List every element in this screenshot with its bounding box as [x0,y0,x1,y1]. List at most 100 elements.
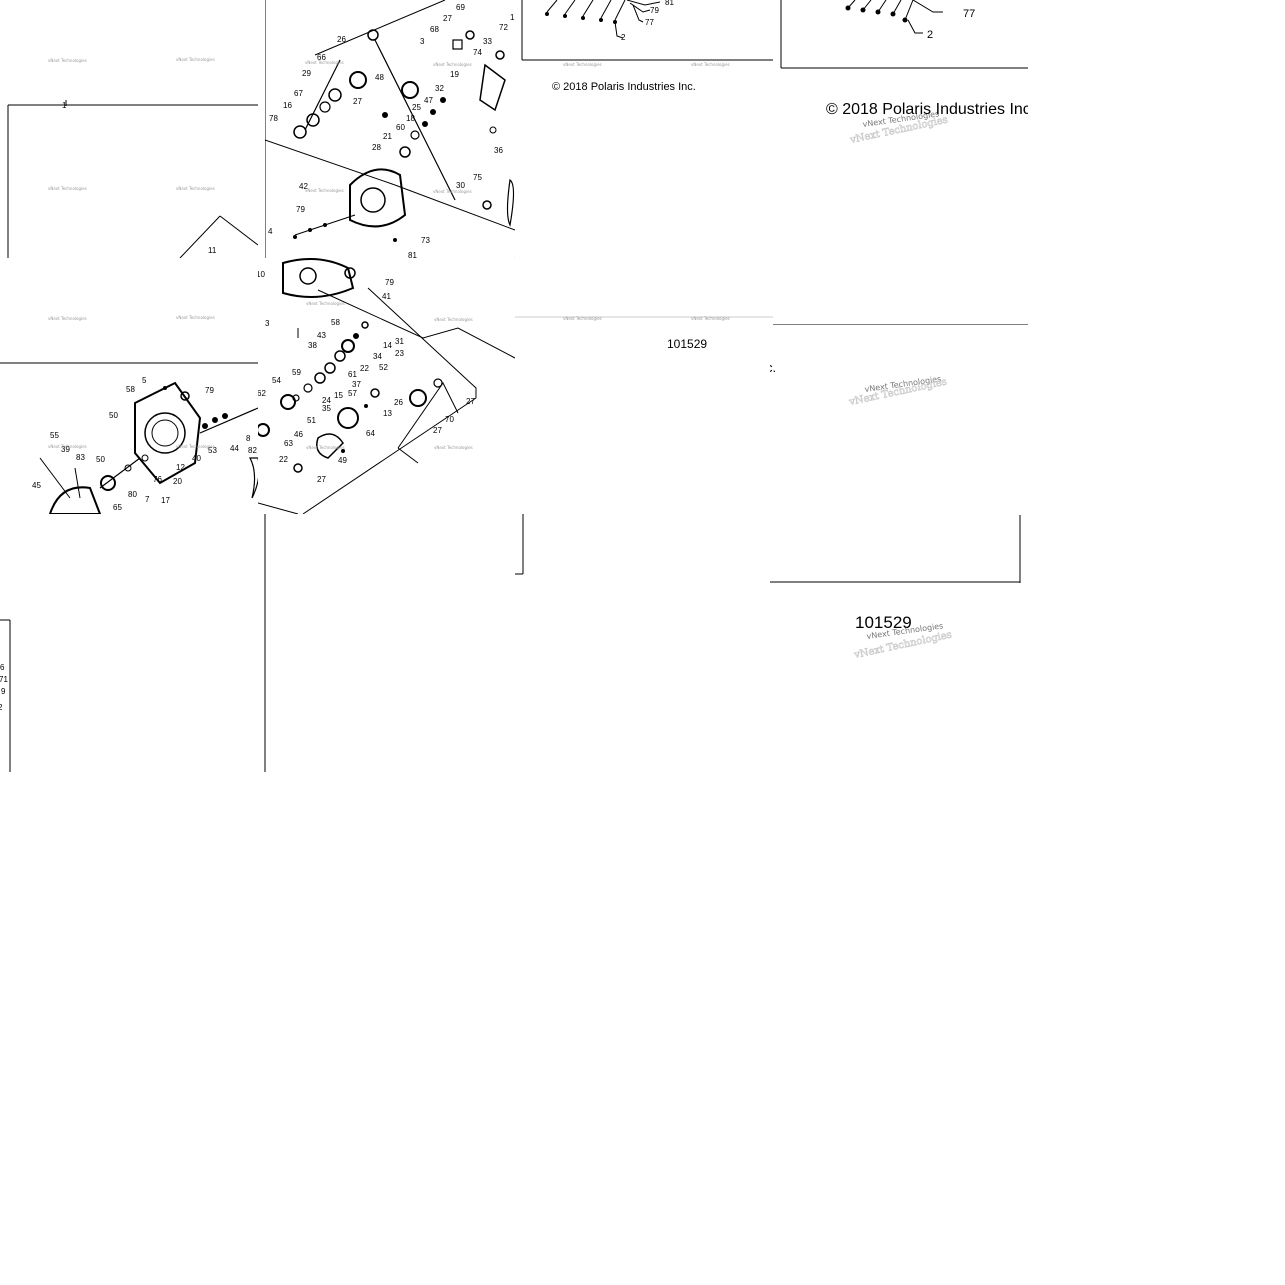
callout-label: 52 [379,363,388,372]
callout-label: 70 [445,415,454,424]
callout-label: 11 [208,246,217,255]
callout-label: 17 [161,496,170,505]
callout-label: 82 [248,446,257,455]
callout-label: 1 [62,101,67,110]
watermark: vNext Technologies [433,189,472,194]
callout-label: 8 [246,434,251,443]
callout-label: 69 [456,3,465,12]
watermark: vNext Technologies [691,316,730,321]
callout-label: 26 [394,398,403,407]
callout-label: 6 [0,663,5,672]
callout-label: 16 [283,101,292,110]
callout-label: 63 [284,439,293,448]
callout-label: 58 [331,318,340,327]
callout-label: 61 [348,370,357,379]
watermark: vNext Technologies [434,445,473,450]
callout-label: 5 [142,376,147,385]
diagram-tile-top-center: 81 79 77 2 vNext Technologies vNext Tech… [515,0,773,258]
callout-label: 45 [32,481,41,490]
diagram-tile-gearbox-upper: 69 27 1 68 3 26 66 72 33 74 29 48 19 67 … [265,0,515,258]
callout-label: 27 [433,426,442,435]
callout-label: 28 [372,143,381,152]
diagram-tile-lower-right: vNext Technologies vNext Technologies 10… [770,590,1028,680]
watermark: vNext Technologies [176,57,215,62]
callout-label: 50 [109,411,118,420]
callout-label: 68 [430,25,439,34]
copyright-text-large: © 2018 Polaris Industries Inc [826,101,1028,118]
callout-label: 3 [420,37,425,46]
callout-label: 18 [406,114,415,123]
gearbox-lower-drawing: 10 79 41 3 58 43 38 31 14 23 34 22 52 61… [258,258,515,514]
callout-label: 47 [424,96,433,105]
reference-number-large: 101529 [855,613,912,632]
diagram-tile-center: vNext Technologies vNext Technologies 10… [515,258,773,516]
watermark: vNext Technologies [176,315,215,320]
callout-label: 65 [113,503,122,512]
watermark: vNext Technologies [176,186,215,191]
callout-label: 53 [208,446,217,455]
diagram-tile-top-left-drawing: 1 11 vNext Technologies vNext Technologi… [7,57,258,258]
callout-label: 43 [317,331,326,340]
callout-label: 32 [435,84,444,93]
callout-label: 24 [322,396,331,405]
watermark: vNext Technologies [306,445,345,450]
diagram-tile-middle-left-drawing: 5 58 79 50 55 39 83 50 40 53 44 8 82 12 … [0,315,258,514]
callout-label: 31 [395,337,404,346]
callout-label: 50 [96,455,105,464]
callout-label: 22 [360,364,369,373]
callout-label: 79 [205,386,214,395]
callout-label: 7 [145,495,150,504]
callout-label: 81 [408,251,417,258]
callout-label: 76 [153,475,162,484]
callout-label: 39 [61,445,70,454]
callout-label: 59 [292,368,301,377]
callout-label: 3 [265,319,270,328]
diagram-tile-lower-right-drawing: vNext Technologies vNext Technologies [852,621,953,661]
reference-number: 101529 [667,337,708,351]
callout-label: 15 [334,391,343,400]
watermark: vNext Technologies [434,317,473,322]
diagram-tile-bottom-left-drawing: 6 71 9 2 [0,514,266,772]
callout-label: 2 [621,33,626,42]
diagram-tile-top-right-drawing: 77 2 vNext Technologies vNext Technologi… [773,0,1028,325]
callout-label: 46 [294,430,303,439]
callout-label: 29 [302,69,311,78]
callout-label: 74 [473,48,482,57]
callout-label: 30 [456,181,465,190]
gearbox-upper-drawing: 69 27 1 68 3 26 66 72 33 74 29 48 19 67 … [265,0,515,258]
callout-label: 26 [337,35,346,44]
callout-label: 71 [0,675,8,684]
callout-label: 10 [258,270,265,279]
callout-label: 78 [269,114,278,123]
watermark: vNext Technologies [48,444,87,449]
callout-label: 27 [466,397,475,406]
callout-label: 66 [317,53,326,62]
callout-label: 80 [128,490,137,499]
diagram-tile-top-left: 1 11 vNext Technologies vNext Technologi… [0,0,258,258]
callout-label: 20 [173,477,182,486]
callout-label: 27 [317,475,326,484]
diagram-tile-middle-left: 5 58 79 50 55 39 83 50 40 53 44 8 82 12 … [0,258,258,514]
watermark: vNext Technologies [305,188,344,193]
callout-label: 60 [396,123,405,132]
watermark: vNext Technologies [691,62,730,67]
callout-label: 40 [192,454,201,463]
watermark: vNext Technologies [48,58,87,63]
watermark: vNext Technologies [563,316,602,321]
callout-label: 79 [650,6,659,15]
callout-label: 27 [353,97,362,106]
diagram-tile-bottom-center [515,514,525,576]
watermark: vNext Technologies [48,316,87,321]
callout-label: 37 [352,380,361,389]
callout-label: 58 [126,385,135,394]
callout-label: 77 [963,8,975,20]
callout-label: 79 [296,205,305,214]
watermark: vNext Technologies [433,62,472,67]
watermark: vNext Technologies [306,301,345,306]
callout-label: 12 [176,463,185,472]
callout-label: 41 [382,292,391,301]
callout-label: 44 [230,444,239,453]
diagram-tile-bottom-center-drawing [515,514,524,575]
callout-label: 23 [395,349,404,358]
callout-label: 2 [0,703,3,712]
